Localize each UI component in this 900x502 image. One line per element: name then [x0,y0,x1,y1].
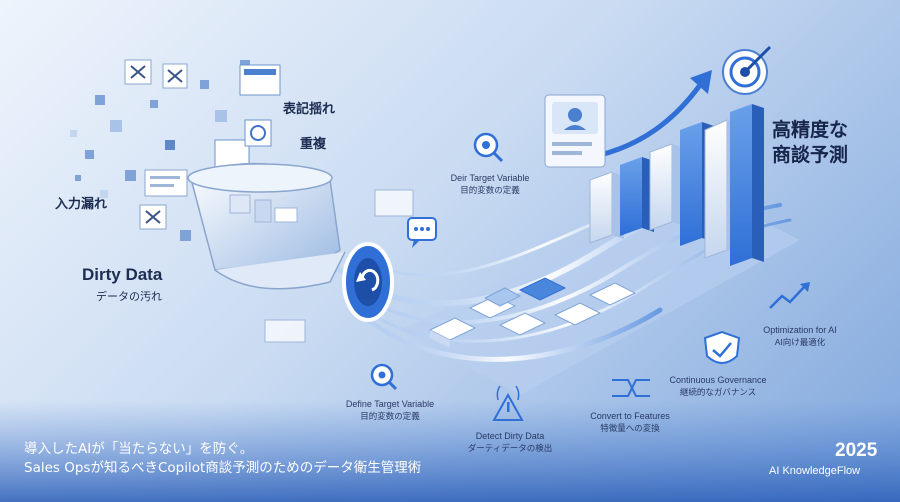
result-headline: 高精度な 商談予測 [772,119,849,166]
growth-bars [589,104,764,266]
step-define: Define Target Variable 目的変数の定義 [345,399,435,421]
trend-arrow [599,70,712,158]
footer-band [0,400,900,502]
magnifier-target-icon [473,132,504,163]
bullseye-icon [722,45,772,95]
dirty-data-title: Dirty Data [82,265,163,284]
broken-cards [124,59,281,230]
step-governance: Continuous Governance 継続的なガバナンス [669,375,767,397]
refresh-icon [356,268,380,292]
funnel [187,162,346,290]
step-convert: Convert to Features 特徴量への変換 [590,411,670,433]
footer-brand: AI KnowledgeFlow [769,465,861,477]
trend-up-icon [769,282,810,309]
warning-signal-icon [492,385,524,421]
floating-panel [374,189,414,217]
magnifier-bottom-icon [370,363,398,391]
floating-panel [264,319,306,343]
footer-year: 2025 [835,440,878,461]
step-target-top: Deir Target Variable 目的変数の定義 [450,173,530,195]
chat-bubble-icon [407,217,437,248]
issue-duplicate: 重複 [300,137,327,152]
issue-notation: 表記揺れ [283,102,336,117]
footer-title: 導入したAIが「当たらない」を防ぐ。 Sales Opsが知るべきCopilot… [24,441,422,476]
convert-arrows-icon [612,379,650,397]
dirty-data-subtitle: データの汚れ [96,290,162,303]
issue-missing: 入力漏れ [55,197,108,212]
data-blocks [428,277,637,348]
shield-check-icon [703,330,741,364]
step-detect: Detect Dirty Data ダーティデータの検出 [467,431,553,453]
processing-ring [342,242,394,322]
step-optimize: Optimization for AI AI向け最適化 [763,325,837,347]
profile-card-icon [544,94,606,168]
